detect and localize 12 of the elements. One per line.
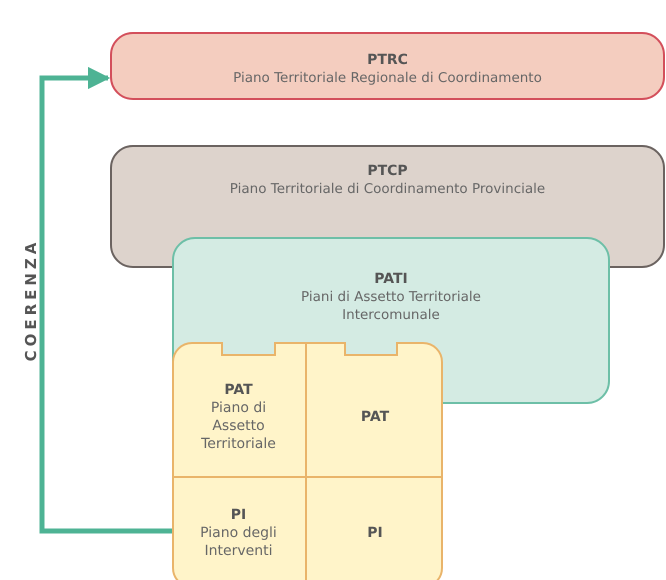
plan-acronym: PTRC — [366, 52, 409, 69]
plan-cell: PI — [307, 478, 443, 580]
plan-acronym: PATI — [373, 271, 409, 288]
plan-name: Piano Territoriale di Coordinamento Provinciale — [228, 180, 546, 198]
plan-name: Piano Territoriale Regionale di Coordinamento — [232, 69, 543, 87]
plan-acronym: PTCP — [366, 163, 409, 180]
edge-label: COERENZA — [22, 238, 40, 362]
plan-cell: PI Piano degli Interventi — [172, 478, 307, 580]
plan-name: Piani di Assetto Territoriale Intercomunale — [300, 288, 482, 324]
plan-cell: PAT — [307, 342, 443, 478]
plan-cell: PAT Piano di Assetto Territoriale — [172, 342, 307, 478]
arrow — [40, 66, 172, 534]
